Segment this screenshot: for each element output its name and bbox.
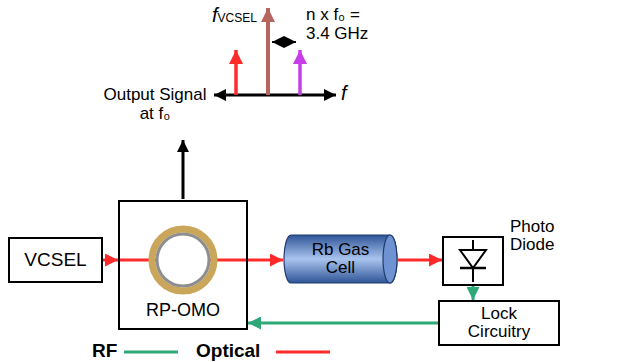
legend-line-optical: [276, 351, 330, 354]
node-label: Lock Circuitry: [453, 305, 545, 342]
node-label: RP-OMO: [146, 301, 220, 320]
sideband-line: [298, 50, 302, 95]
frequency-axis: [214, 94, 336, 97]
axis-label: f: [341, 82, 361, 104]
ring-inner: [157, 234, 209, 286]
component-label: Photo Diode: [510, 218, 570, 255]
legend-label: RF: [92, 340, 117, 362]
oscillator-box: RP-OMO: [118, 200, 248, 330]
node-label: Rb Gas Cell: [306, 241, 376, 278]
optical-connector: [398, 259, 442, 262]
photodiode-box: Photo Diode: [442, 236, 504, 286]
rf-connector: [248, 322, 438, 325]
gas-cell: Rb Gas Cell: [283, 234, 398, 284]
cell-body: [284, 235, 397, 283]
spacing-label: n x f₀ = 3.4 GHz: [306, 6, 384, 43]
laser-box: VCSEL: [8, 237, 103, 283]
output-label: Output Signal at f₀: [100, 86, 210, 123]
legend-label: Optical: [196, 340, 260, 362]
process-box: Lock Circuitry: [438, 300, 560, 346]
node-label: VCSEL: [24, 250, 86, 271]
optical-connector: [248, 259, 283, 262]
optical-connector: [103, 259, 118, 262]
frequency-label: fVCSEL: [212, 4, 266, 26]
cell-end: [383, 235, 397, 283]
sideband-line: [234, 50, 238, 95]
diode-symbol: [444, 238, 502, 284]
output-arrow: [182, 140, 185, 199]
carrier-line: [266, 8, 270, 95]
ring-outer: [152, 229, 214, 291]
spacing-arrow: [272, 41, 296, 43]
rf-connector: [472, 286, 475, 300]
legend-line-rf: [124, 351, 178, 354]
